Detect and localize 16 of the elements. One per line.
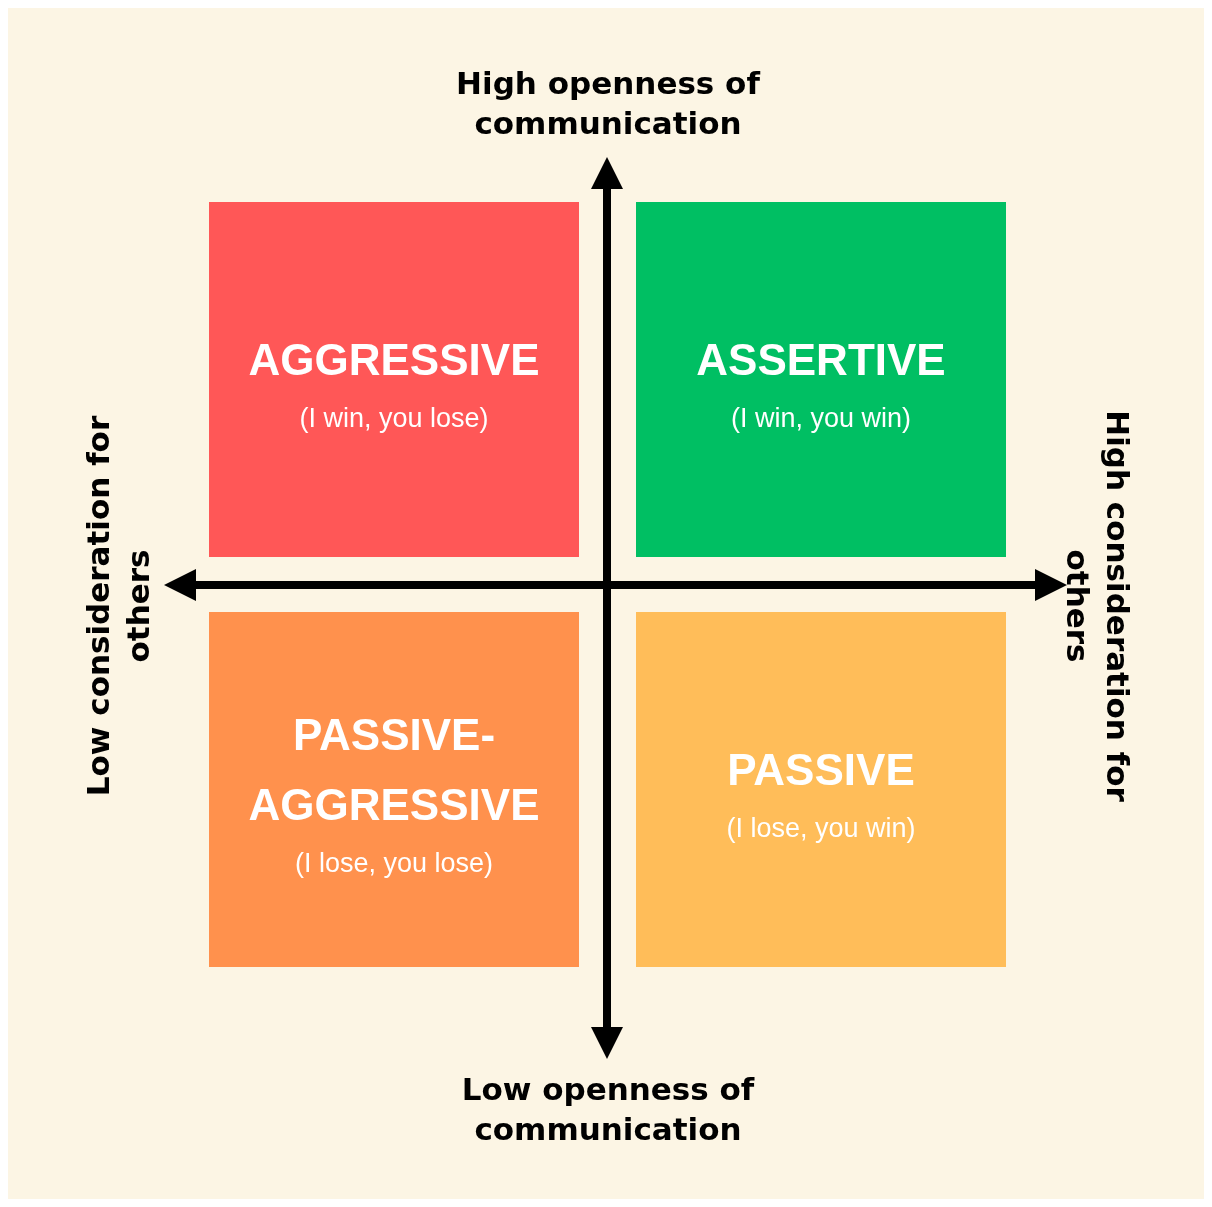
quadrant-subtitle: (I lose, you lose) <box>294 848 494 879</box>
axis-label: High consideration for others <box>1059 409 1137 804</box>
quadrant-subtitle: (I lose, you win) <box>726 813 916 844</box>
axis-label: Low consideration for others <box>79 414 157 799</box>
quadrant-box <box>636 612 1006 967</box>
quadrant-title: PASSIVE- AGGRESSIVE <box>247 709 541 831</box>
quadrant-title: PASSIVE <box>726 744 916 796</box>
quadrant-title: ASSERTIVE <box>695 334 947 386</box>
quadrant-box <box>209 202 579 557</box>
quadrant-box <box>636 202 1006 557</box>
quadrant-title: AGGRESSIVE <box>247 334 541 386</box>
quadrant-subtitle: (I win, you win) <box>730 403 912 434</box>
quadrant-box <box>209 612 579 967</box>
quadrant-subtitle: (I win, you lose) <box>299 403 489 434</box>
axis-label: Low openness of communication <box>460 1070 756 1149</box>
axis-label: High openness of communication <box>455 64 762 143</box>
